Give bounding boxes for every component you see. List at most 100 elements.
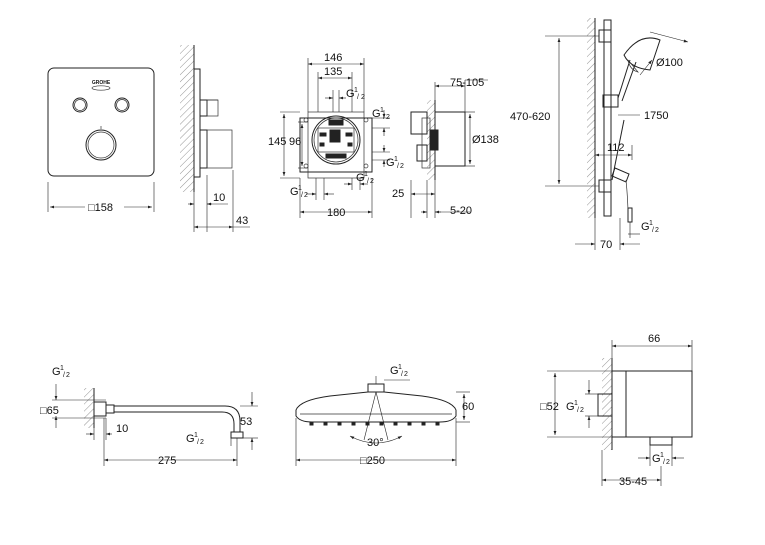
conn-bottom-left-label: G xyxy=(290,186,299,198)
panel-depth-label: 43 xyxy=(236,215,248,227)
svg-text:1: 1 xyxy=(394,156,398,163)
box-depth-range-label: 75-105 xyxy=(450,77,484,89)
box-height-inner-label: 96 xyxy=(289,136,301,148)
svg-text:1: 1 xyxy=(649,220,653,227)
svg-text:1: 1 xyxy=(354,87,358,94)
elbow-outlet-label: G xyxy=(652,453,661,465)
rail-slider xyxy=(602,94,619,108)
svg-text:2: 2 xyxy=(655,227,659,234)
svg-text:1: 1 xyxy=(194,432,198,439)
svg-text:/: / xyxy=(197,439,199,446)
rail-wall-section xyxy=(587,18,595,218)
head-diameter-label: Ø100 xyxy=(656,57,683,69)
svg-text:2: 2 xyxy=(580,407,584,414)
elbow-wall-section xyxy=(602,358,612,450)
head-height-label: 60 xyxy=(462,401,474,413)
svg-text:1: 1 xyxy=(364,171,368,178)
box-top-inner-label: 135 xyxy=(324,66,342,78)
elbow-outlet xyxy=(649,436,673,446)
panel-side-view: 10 43 xyxy=(180,45,250,232)
arm-length-label: 275 xyxy=(158,455,176,467)
button-right xyxy=(114,97,130,113)
shower-head-view: G 1 / 2 60 30° □250 xyxy=(295,364,474,467)
svg-text:/: / xyxy=(652,227,654,234)
thermostat-knob xyxy=(85,129,117,161)
svg-text:2: 2 xyxy=(200,439,204,446)
svg-text:1: 1 xyxy=(660,452,664,459)
box-top-outer-label: 146 xyxy=(324,52,342,64)
elbow-depth-label: 66 xyxy=(648,333,660,345)
knob-side xyxy=(199,129,208,169)
head-size-label: □250 xyxy=(360,455,385,467)
svg-text:1: 1 xyxy=(574,400,578,407)
head-connector-label: G xyxy=(390,365,399,377)
head-connector xyxy=(367,383,385,393)
svg-text:/: / xyxy=(663,459,665,466)
elbow-plate xyxy=(611,370,627,438)
rail-offset-label: 70 xyxy=(600,239,612,251)
hose-length-label: 1750 xyxy=(644,110,668,122)
conn-top-label: G xyxy=(346,88,355,100)
arm-drop-label: 53 xyxy=(240,416,252,428)
panel-width-label: □158 xyxy=(88,202,113,214)
arm-flange-label: □65 xyxy=(40,405,59,417)
svg-text:1: 1 xyxy=(380,107,384,114)
holder-depth-label: 112 xyxy=(607,142,625,154)
box-side-depth-label: 25 xyxy=(392,188,404,200)
head-body xyxy=(295,391,457,423)
box-side-body xyxy=(434,111,466,167)
svg-text:/: / xyxy=(357,94,359,101)
box-body xyxy=(311,115,361,165)
button-cap xyxy=(199,99,208,117)
conn-right-low-label: G xyxy=(386,157,395,169)
svg-text:2: 2 xyxy=(361,94,365,101)
elbow-offset-label: 35-45 xyxy=(619,476,647,488)
svg-text:2: 2 xyxy=(666,459,670,466)
arm-pipe xyxy=(114,405,241,432)
rail-outlet-label: G xyxy=(641,221,650,233)
svg-text:2: 2 xyxy=(66,372,70,379)
svg-text:2: 2 xyxy=(400,163,404,170)
svg-text:/: / xyxy=(401,371,403,378)
elbow-size-label: □52 xyxy=(540,401,559,413)
hand-shower-head xyxy=(623,37,661,71)
box-bottom-width-label: 180 xyxy=(327,207,345,219)
arm-wall-section xyxy=(84,388,94,428)
svg-text:2: 2 xyxy=(404,371,408,378)
shower-rail-view: Ø100 470-620 1750 112 G 1 / 2 70 xyxy=(510,18,689,251)
wall-offset-label: 10 xyxy=(213,192,225,204)
head-angle-label: 30° xyxy=(367,437,384,449)
svg-text:2: 2 xyxy=(304,192,308,199)
svg-text:/: / xyxy=(63,372,65,379)
panel-outline xyxy=(47,67,155,177)
rail-height-label: 470-620 xyxy=(510,111,550,123)
box-front-view: 146 135 G 1 / 2 145 96 G 1 / 2 G 1 / xyxy=(268,52,404,219)
svg-text:1: 1 xyxy=(60,365,64,372)
panel-front-view: GROHE □158 xyxy=(47,67,155,214)
shower-arm-view: G 1 / 2 □65 10 275 53 G 1 / 2 xyxy=(40,365,258,467)
svg-text:/: / xyxy=(383,114,385,121)
arm-inlet-label: G xyxy=(52,366,61,378)
box-diameter-label: Ø138 xyxy=(472,134,499,146)
elbow-body xyxy=(625,370,693,438)
button-left xyxy=(72,97,88,113)
panel-edge xyxy=(193,68,201,178)
head-nozzles xyxy=(309,421,440,426)
conn-right-label: G xyxy=(372,108,381,120)
box-mount-label: 5-20 xyxy=(450,205,472,217)
svg-text:/: / xyxy=(397,163,399,170)
svg-text:/: / xyxy=(577,407,579,414)
rail-bar xyxy=(603,19,612,217)
svg-text:/: / xyxy=(301,192,303,199)
svg-text:2: 2 xyxy=(386,114,390,121)
arm-flange xyxy=(93,401,107,417)
arm-outlet-label: G xyxy=(186,433,195,445)
box-side-view: 75-105 Ø138 25 5-20 xyxy=(392,77,499,218)
svg-text:1: 1 xyxy=(398,364,402,371)
conn-bottom-right-label: G xyxy=(356,172,365,184)
svg-text:/: / xyxy=(367,178,369,185)
arm-wall-gap-label: 10 xyxy=(116,423,128,435)
wall-elbow-view: 66 □52 G 1 / 2 G 1 / 2 35-45 xyxy=(540,333,693,488)
elbow-inlet xyxy=(597,393,613,417)
logo-arc xyxy=(91,85,111,91)
